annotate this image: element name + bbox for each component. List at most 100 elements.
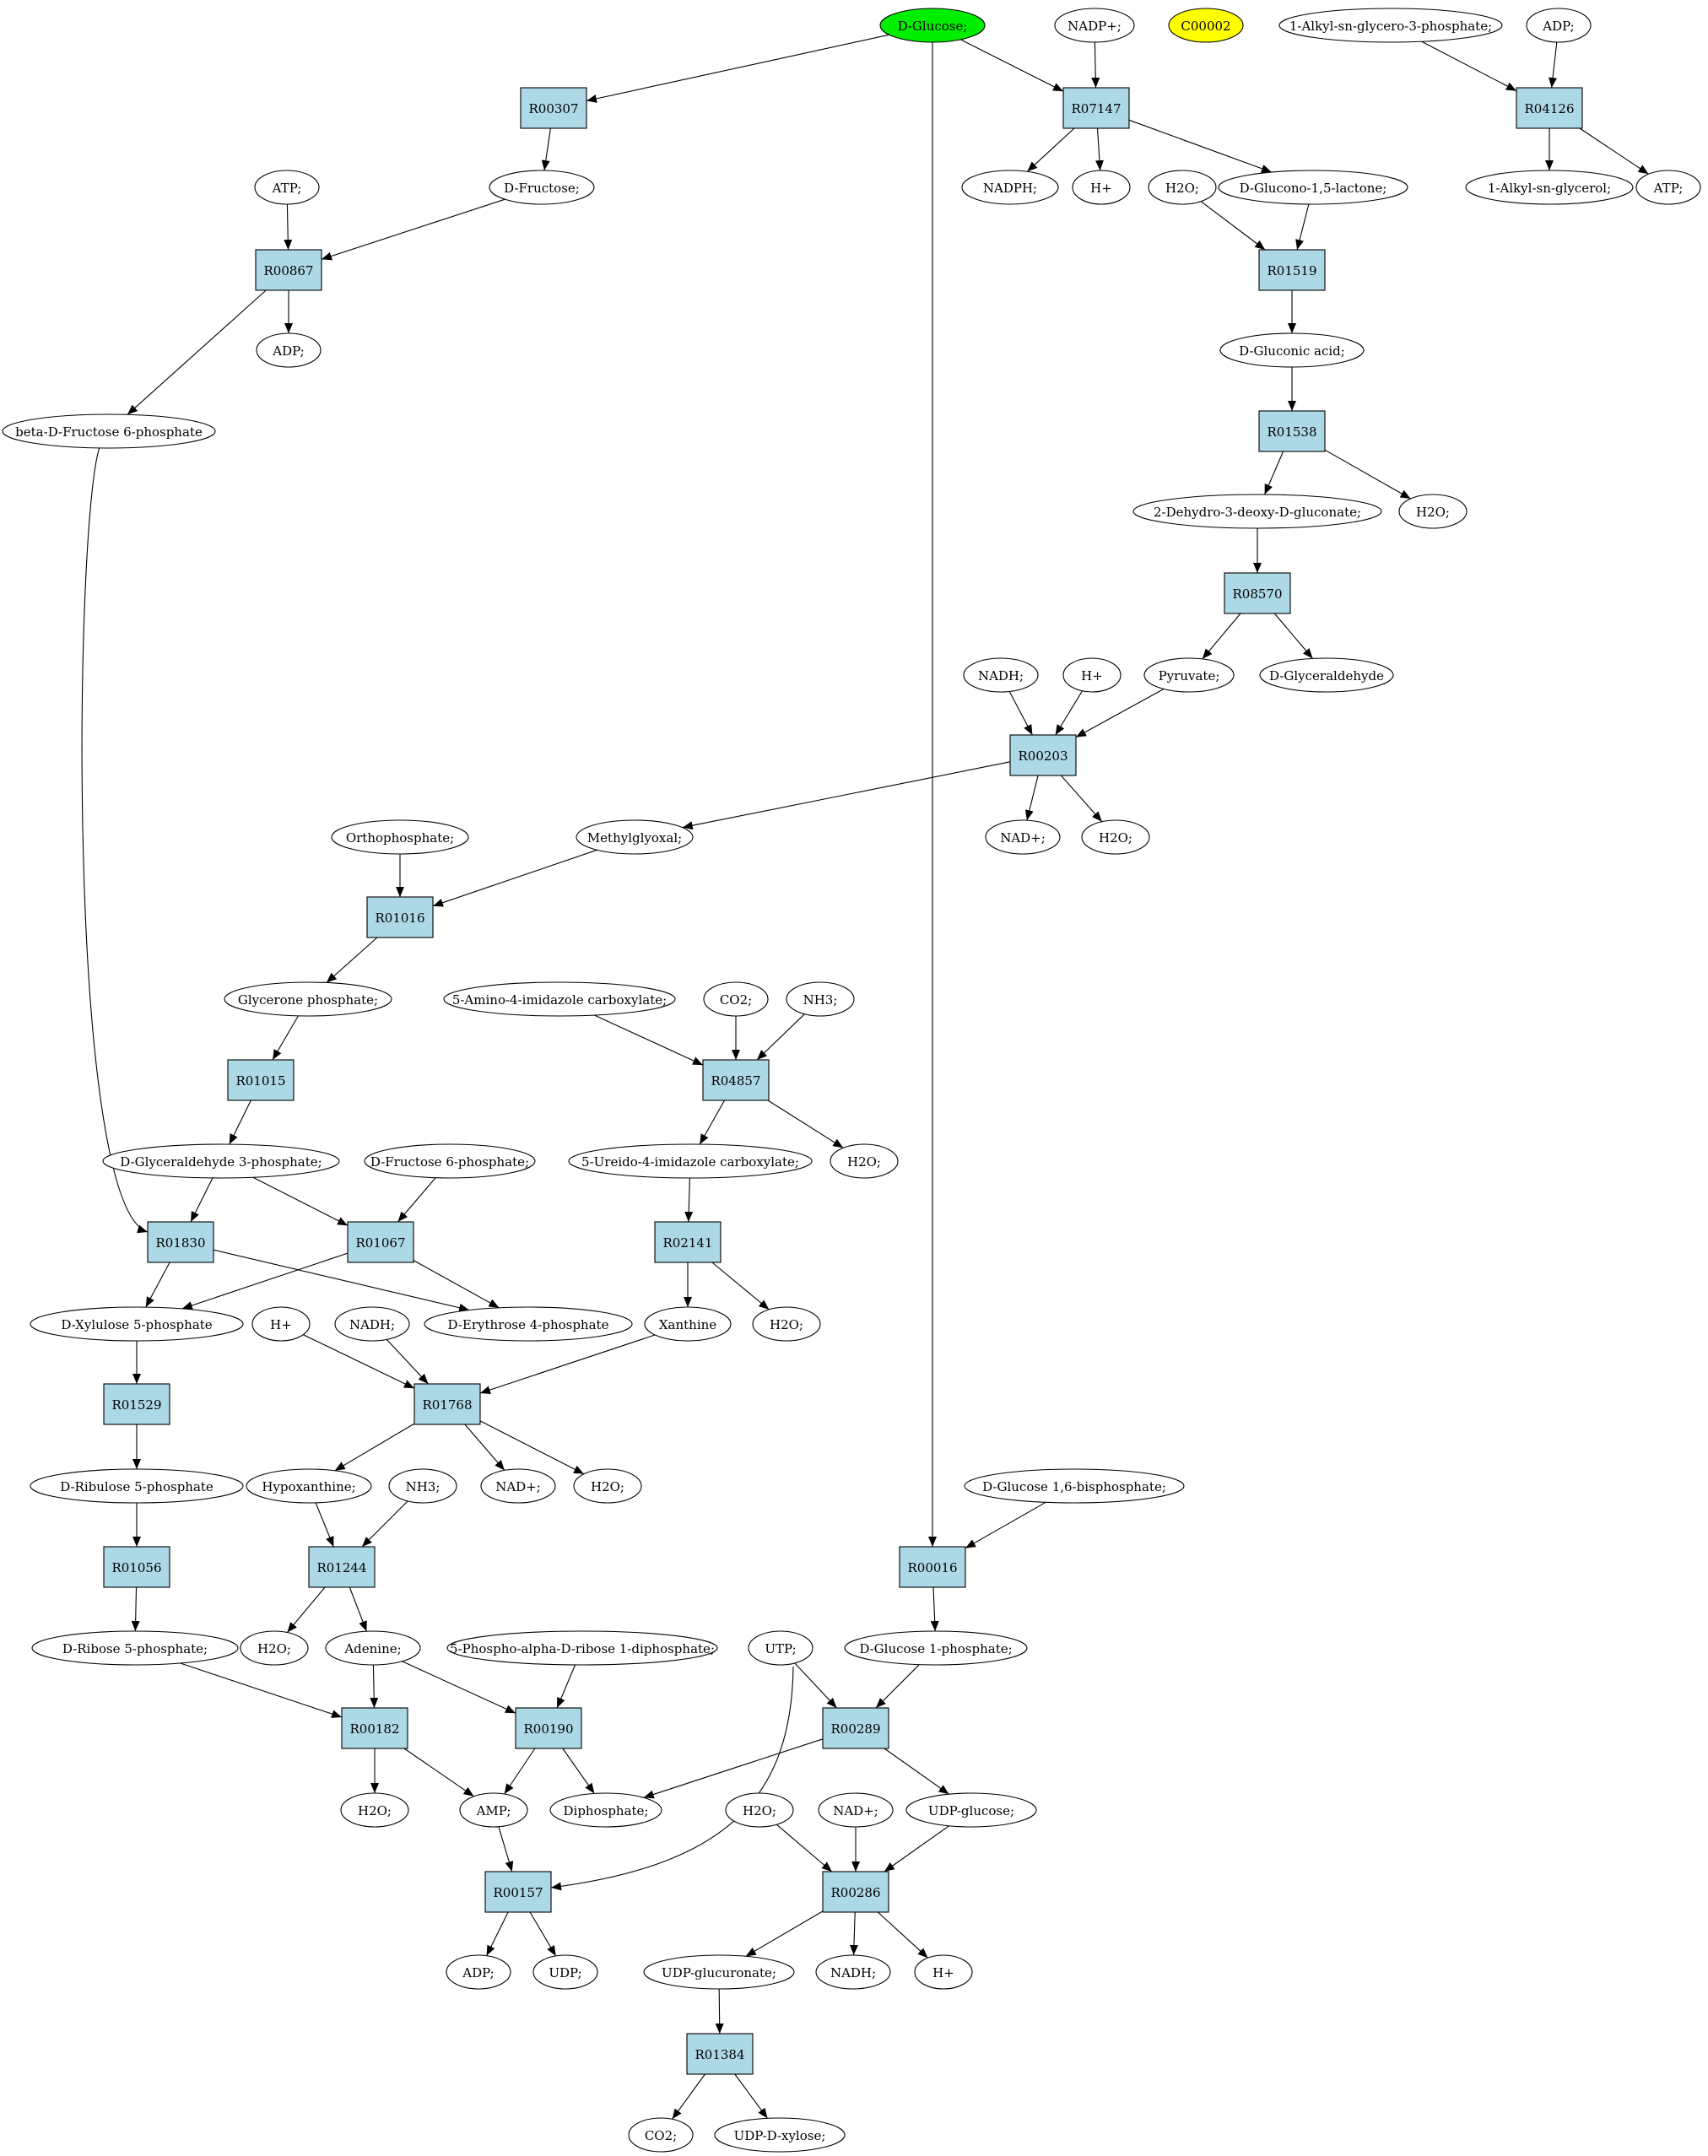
compound-ellipse (1143, 657, 1235, 693)
node-label: H2O; (847, 1154, 881, 1170)
node-label: NADH; (349, 1317, 395, 1332)
node-label: Hypoxanthine; (262, 1479, 355, 1494)
edge-nadh2-to-R01768 (386, 1339, 429, 1385)
compound-ellipse (251, 1306, 311, 1342)
reaction-node-r00182: R00182 (341, 1707, 408, 1749)
edge-R01768-to-hypoxanthine (334, 1423, 415, 1472)
node-label: NAD+; (1000, 830, 1046, 846)
edge-R00289-to-udpglucose (884, 1748, 949, 1795)
reaction-node-r01529: R01529 (103, 1383, 170, 1425)
node-label: 5-Ureido-4-imidazole carboxylate; (581, 1154, 799, 1170)
node-label: Orthophosphate; (346, 830, 454, 846)
compound-ellipse (1635, 170, 1701, 205)
compound-node-atp2: ATP; (1635, 170, 1701, 205)
edge-h2o_i-to-R00286 (776, 1824, 833, 1872)
compound-node-r5p: D-Ribose 5-phosphate; (31, 1630, 239, 1666)
compound-ellipse (1398, 494, 1467, 529)
compound-ellipse (1465, 170, 1634, 205)
node-label: ADP; (1542, 19, 1574, 34)
node-label: NH3; (406, 1479, 441, 1494)
node-label: D-Fructose 6-phosphate; (370, 1154, 529, 1170)
node-label: 1-Alkyl-sn-glycerol; (1488, 181, 1611, 196)
compound-node-alkylglycerol: 1-Alkyl-sn-glycerol; (1465, 170, 1634, 205)
compound-node-bf6p: beta-D-Fructose 6-phosphate (2, 413, 216, 449)
compound-ellipse (246, 1468, 372, 1504)
node-label: NH3; (803, 992, 838, 1008)
reaction-box (1516, 87, 1583, 129)
reaction-box (822, 1871, 889, 1913)
compound-ellipse (1259, 657, 1394, 693)
node-label: R00289 (830, 1721, 880, 1737)
reaction-box (515, 1707, 582, 1749)
node-label: 2-Dehydro-3-deoxy-D-gluconate; (1154, 505, 1361, 520)
node-label: H2O; (1416, 505, 1450, 520)
compound-node-nadplus1: NAD+; (985, 819, 1061, 855)
reaction-box (147, 1221, 214, 1263)
node-label: H2O; (1165, 181, 1199, 196)
node-label: UTP; (765, 1641, 796, 1656)
reaction-box (347, 1221, 414, 1263)
edge-udpglucose-to-R00286 (884, 1825, 949, 1872)
edge-aic-to-R04857 (594, 1014, 704, 1066)
compound-node-adp2: ADP; (446, 1954, 511, 1990)
node-label: R00867 (263, 263, 313, 278)
edge-R04126-to-atp2 (1579, 127, 1649, 175)
compound-node-g3p: D-Glyceraldehyde 3-phosphate; (102, 1143, 340, 1179)
compound-node-nadh1: NADH; (963, 657, 1039, 693)
compound-node-gluconic: D-Gluconic acid; (1219, 332, 1365, 368)
node-label: 5-Phospho-alpha-D-ribose 1-diphosphate; (450, 1641, 715, 1656)
node-label: R01056 (111, 1560, 161, 1575)
compound-node-dglyceraldehyde: D-Glyceraldehyde (1259, 657, 1394, 693)
edge-R01384-to-udpxylose (734, 2073, 768, 2119)
node-label: Diphosphate; (564, 1803, 649, 1818)
reaction-node-r00203: R00203 (1009, 734, 1077, 776)
edge-R08570-to-dglyceraldehyde (1273, 613, 1313, 659)
reaction-node-r01016: R01016 (366, 896, 434, 938)
edge-R01056-to-r5p (131, 1586, 140, 1632)
compound-ellipse (748, 1630, 813, 1666)
edge-adenine-to-R00182 (370, 1664, 379, 1709)
compound-node-dglucose: D-Glucose; (879, 8, 986, 43)
node-label: AMP; (476, 1803, 511, 1818)
node-label: ATP; (1653, 181, 1684, 196)
edge-R07147-to-hplus1 (1095, 127, 1104, 171)
compound-ellipse (786, 981, 855, 1017)
node-label: R01016 (375, 910, 424, 926)
compound-ellipse (549, 1792, 662, 1828)
edge-hplus3-to-R01768 (303, 1334, 415, 1389)
node-label: R01538 (1267, 424, 1316, 440)
compound-node-nadh3: NADH; (815, 1954, 891, 1990)
compound-ellipse (1132, 494, 1382, 529)
edge-g3p-to-R01067 (252, 1176, 349, 1226)
compound-ellipse (879, 8, 986, 43)
edge-R01244-to-adenine (349, 1586, 367, 1632)
reaction-node-r01067: R01067 (347, 1221, 414, 1263)
compound-node-h2o_f: H2O; (573, 1468, 642, 1504)
node-label: R01519 (1267, 263, 1316, 278)
node-label: R01830 (155, 1235, 205, 1251)
reaction-node-r00286: R00286 (822, 1871, 889, 1913)
compound-ellipse (985, 819, 1061, 855)
compound-ellipse (102, 1143, 340, 1179)
node-label: ATP; (272, 181, 302, 196)
reaction-box (366, 896, 434, 938)
compound-node-xu5p: D-Xylulose 5-phosphate (30, 1306, 244, 1342)
reaction-node-r00157: R00157 (484, 1871, 552, 1913)
compound-node-hplus3: H+ (251, 1306, 311, 1342)
edge-bf6p-to-R01830 (81, 446, 149, 1234)
edge-R01768-to-h2o_f (479, 1420, 585, 1475)
node-label: D-Glucose 1-phosphate; (859, 1641, 1012, 1656)
reaction-node-r00289: R00289 (822, 1707, 889, 1749)
edge-amp-to-R00157 (498, 1826, 514, 1872)
node-label: R01768 (422, 1397, 472, 1413)
compound-ellipse (340, 1792, 409, 1828)
compound-node-nadplus3: NAD+; (818, 1792, 894, 1828)
edge-nadh1-to-R00203 (1008, 691, 1033, 736)
compound-node-hplus4: H+ (914, 1954, 973, 1990)
reaction-node-r04126: R04126 (1516, 87, 1583, 129)
edge-R01016-to-glyceronep (326, 937, 378, 983)
node-label: UDP-D-xylose; (734, 2128, 826, 2143)
node-label: D-Glyceraldehyde (1269, 668, 1384, 684)
compound-node-nadph: NADPH; (961, 170, 1059, 205)
